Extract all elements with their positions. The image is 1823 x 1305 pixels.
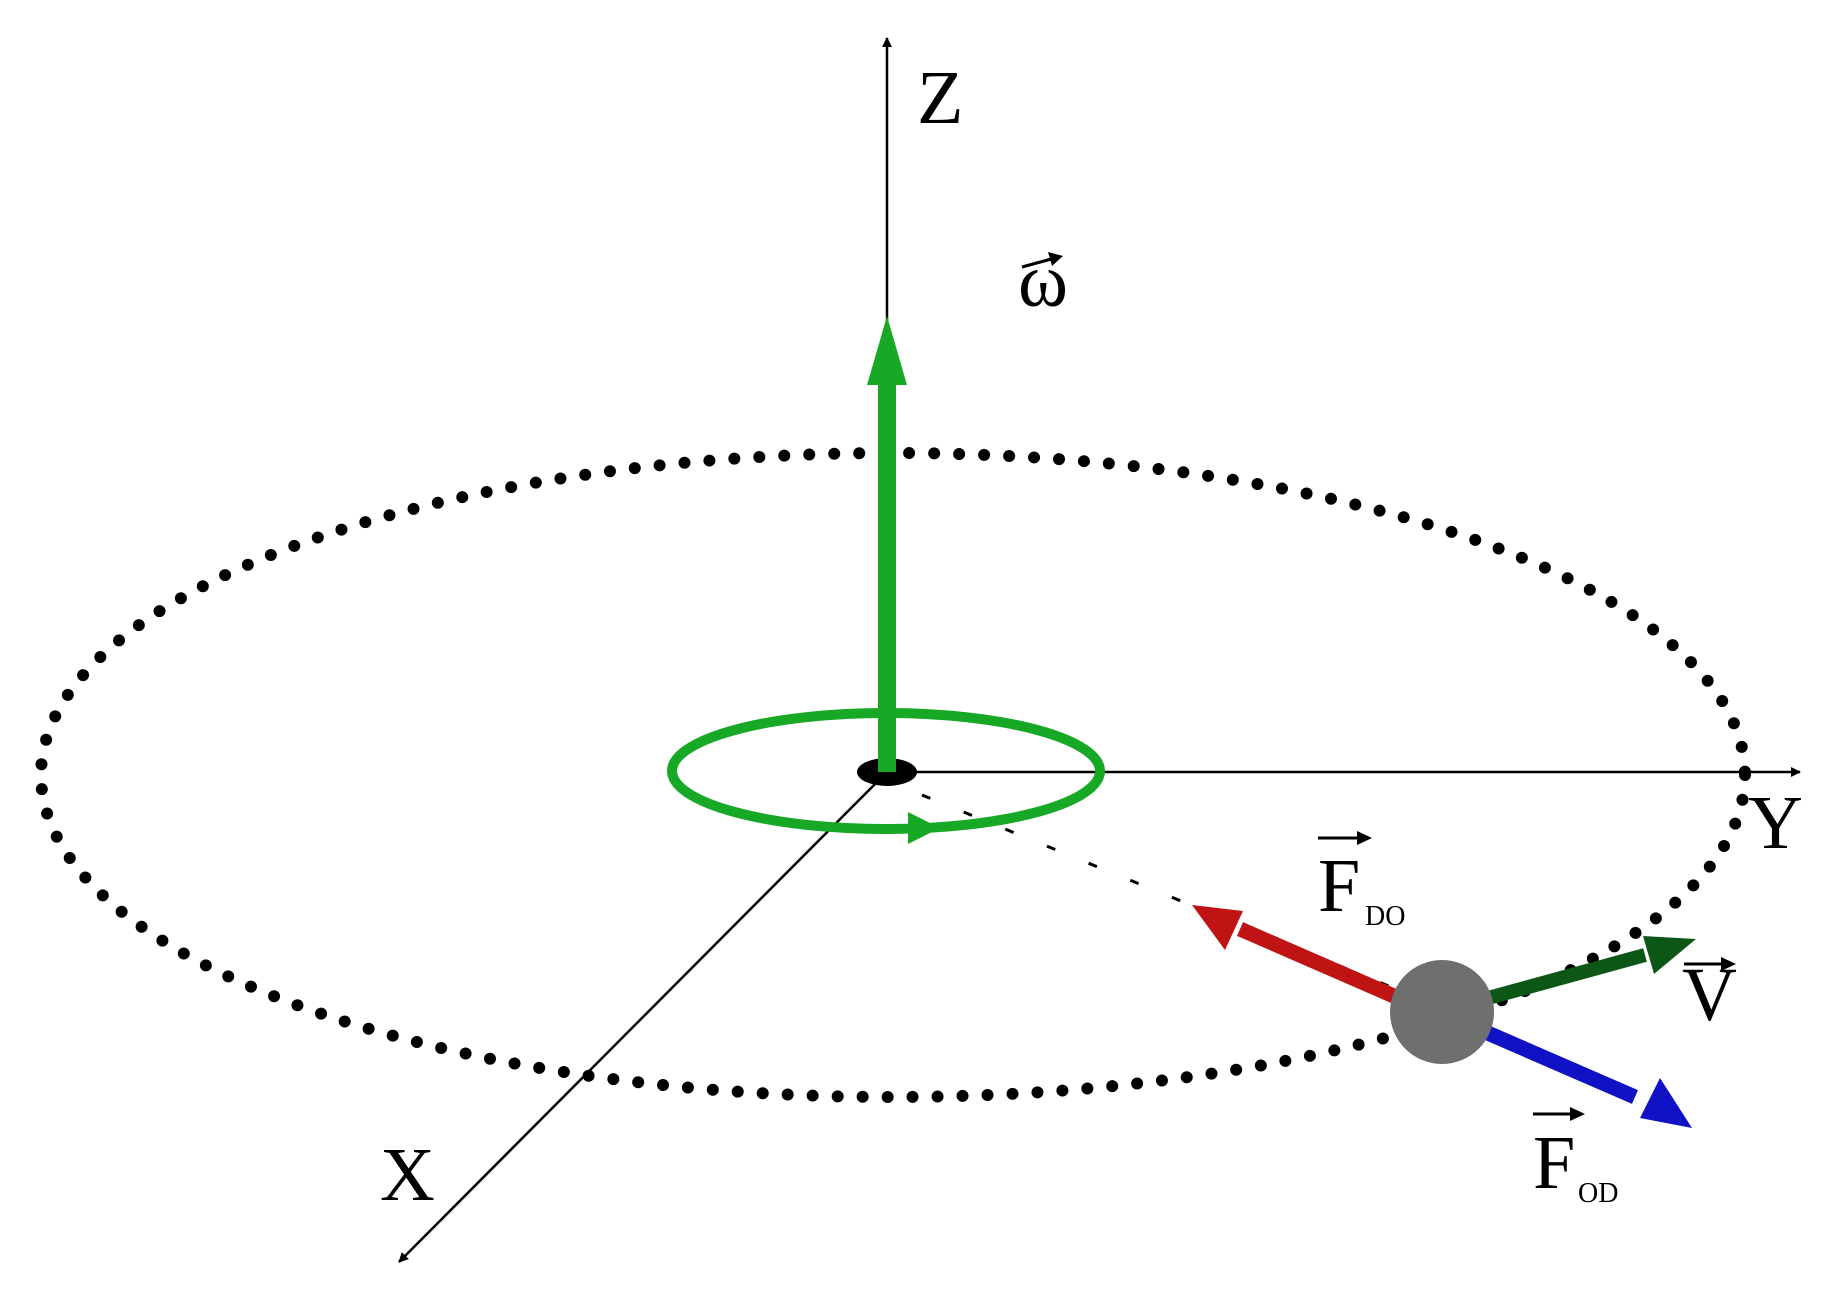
rotation-ring	[667, 708, 1105, 834]
orbiting-body	[1390, 960, 1494, 1064]
force-do-shaft	[1237, 922, 1413, 1010]
x-axis	[398, 771, 888, 1263]
velocity-shaft	[1468, 948, 1647, 1010]
force-do-overarrow	[1318, 831, 1372, 845]
force-do-head	[1192, 905, 1243, 950]
rotation-direction-arrow	[908, 812, 940, 844]
x-axis-label: X	[380, 1133, 435, 1217]
orbit-path	[35, 447, 1751, 1103]
force-od-subscript: OD	[1578, 1178, 1618, 1209]
velocity-overarrow	[1684, 957, 1736, 971]
force-od-label: F	[1533, 1121, 1575, 1205]
force-od-overarrow	[1533, 1107, 1585, 1121]
force-od-head	[1640, 1078, 1692, 1128]
force-do-label: F	[1318, 844, 1360, 928]
omega-label: ω	[1018, 239, 1068, 323]
radius-line	[921, 793, 1441, 1009]
force-do-subscript: DO	[1365, 901, 1405, 932]
velocity-head	[1643, 936, 1696, 974]
y-axis-label: Y	[1748, 781, 1803, 865]
omega-vector-head	[867, 316, 907, 385]
z-axis-label: Z	[917, 56, 963, 140]
omega-overarrow	[1021, 252, 1063, 269]
